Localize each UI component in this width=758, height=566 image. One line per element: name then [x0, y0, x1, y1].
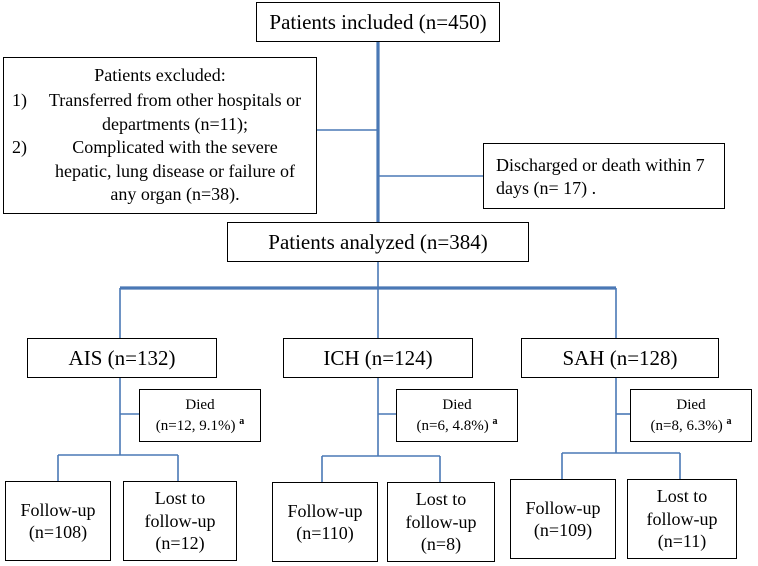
- group-ais-box: AIS (n=132): [27, 338, 217, 378]
- died-title: Died: [442, 396, 472, 413]
- excluded-item: 2) Complicated with the severe hepatic, l…: [12, 136, 308, 206]
- sah-died-box: Died (n=8, 6.3%) a: [630, 389, 752, 442]
- died-detail: (n=6, 4.8%): [416, 418, 489, 434]
- group-sah-box: SAH (n=128): [521, 338, 719, 378]
- died-detail: (n=8, 6.3%): [650, 418, 723, 434]
- lost-label: Lost to follow-up (n=11): [646, 486, 718, 552]
- excluded-list: 1) Transferred from other hospitals or de…: [12, 89, 308, 206]
- lost-label: Lost to follow-up (n=8): [405, 489, 477, 555]
- ais-lost-box: Lost to follow-up (n=12): [123, 481, 237, 561]
- excluded-item-number: 1): [12, 90, 27, 111]
- sah-followup-box: Follow-up (n=109): [510, 479, 616, 559]
- footnote-mark: a: [239, 416, 245, 427]
- excluded-title: Patients excluded:: [94, 65, 226, 85]
- followup-label: Follow-up (n=110): [287, 500, 363, 544]
- group-label: ICH (n=124): [323, 345, 433, 370]
- patients-excluded-box: Patients excluded: 1) Transferred from ot…: [3, 57, 317, 214]
- group-label: AIS (n=132): [68, 345, 176, 370]
- patients-analyzed-box: Patients analyzed (n=384): [227, 222, 529, 262]
- ais-died-box: Died (n=12, 9.1%) a: [139, 389, 261, 442]
- lost-label: Lost to follow-up (n=12): [144, 488, 216, 554]
- patients-analyzed-label: Patients analyzed (n=384): [268, 229, 488, 254]
- patients-included-label: Patients included (n=450): [269, 9, 487, 34]
- ich-died-box: Died (n=6, 4.8%) a: [396, 389, 518, 442]
- footnote-mark: a: [726, 416, 732, 427]
- patients-included-box: Patients included (n=450): [256, 2, 500, 42]
- died-title: Died: [185, 396, 215, 413]
- excluded-item-number: 2): [12, 137, 27, 158]
- discharged-label: Discharged or death within 7 days (n= 17…: [496, 155, 705, 199]
- died-detail: (n=12, 9.1%): [155, 418, 236, 434]
- group-label: SAH (n=128): [562, 345, 678, 370]
- followup-label: Follow-up (n=109): [525, 497, 601, 541]
- followup-label: Follow-up (n=108): [20, 499, 96, 543]
- excluded-item: 1) Transferred from other hospitals or de…: [12, 89, 308, 136]
- died-title: Died: [676, 396, 706, 413]
- group-ich-box: ICH (n=124): [283, 338, 473, 378]
- excluded-item-text: Transferred from other hospitals or depa…: [48, 90, 302, 134]
- footnote-mark: a: [492, 416, 498, 427]
- ich-followup-box: Follow-up (n=110): [272, 482, 378, 562]
- sah-lost-box: Lost to follow-up (n=11): [627, 479, 737, 559]
- ais-followup-box: Follow-up (n=108): [5, 481, 111, 561]
- ich-lost-box: Lost to follow-up (n=8): [387, 482, 495, 562]
- excluded-item-text: Complicated with the severe hepatic, lun…: [55, 137, 295, 204]
- discharged-box: Discharged or death within 7 days (n= 17…: [483, 143, 725, 209]
